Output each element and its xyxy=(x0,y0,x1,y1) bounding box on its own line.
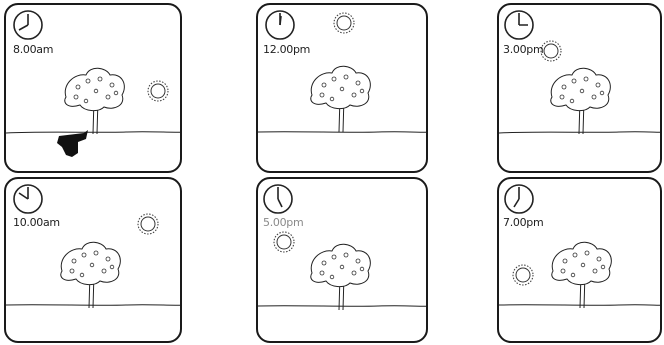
clock-icon xyxy=(265,10,295,40)
time-label: 12.00pm xyxy=(263,43,311,56)
scene-drawing xyxy=(6,10,180,157)
scene-drawing xyxy=(6,184,180,309)
ground-line xyxy=(499,304,660,306)
scene-drawing xyxy=(499,10,660,135)
time-label: 7.00pm xyxy=(503,216,544,229)
scene-panel-5pm: 5.00pm xyxy=(256,177,428,343)
sun-icon xyxy=(333,12,355,34)
tree-icon xyxy=(60,241,121,309)
time-label: 5.00pm xyxy=(263,216,304,229)
tree-icon xyxy=(64,67,125,135)
ground-line xyxy=(499,131,660,134)
ground-line xyxy=(6,131,180,134)
scene-panel-3pm: 3.00pm xyxy=(497,3,662,173)
scene-panel-7pm: 7.00pm xyxy=(497,177,662,343)
clock-icon xyxy=(504,184,534,214)
tree-icon xyxy=(550,67,611,135)
time-label: 10.00am xyxy=(13,216,60,229)
sun-icon xyxy=(147,80,169,102)
ground-line xyxy=(258,305,426,307)
scene-panel-12pm: 12.00pm xyxy=(256,3,428,173)
clock-icon xyxy=(13,184,43,214)
scene-drawing xyxy=(499,184,660,309)
sun-icon xyxy=(540,40,562,62)
tree-shadow xyxy=(57,130,88,157)
scene-drawing xyxy=(258,10,426,133)
sun-icon xyxy=(273,231,295,253)
scene-panel-10am: 10.00am xyxy=(4,177,182,343)
scene-drawing xyxy=(258,184,426,311)
clock-icon xyxy=(504,10,534,40)
clock-icon xyxy=(263,184,293,214)
ground-line xyxy=(258,131,426,133)
tree-icon xyxy=(551,241,612,309)
scene-panel-8am: 8.00am xyxy=(4,3,182,173)
clock-icon xyxy=(13,10,43,40)
time-label: 3.00pm xyxy=(503,43,544,56)
time-label: 8.00am xyxy=(13,43,54,56)
tree-icon xyxy=(310,65,371,133)
ground-line xyxy=(6,304,180,306)
sun-icon xyxy=(512,264,534,286)
tree-icon xyxy=(310,243,371,311)
sun-icon xyxy=(137,213,159,235)
